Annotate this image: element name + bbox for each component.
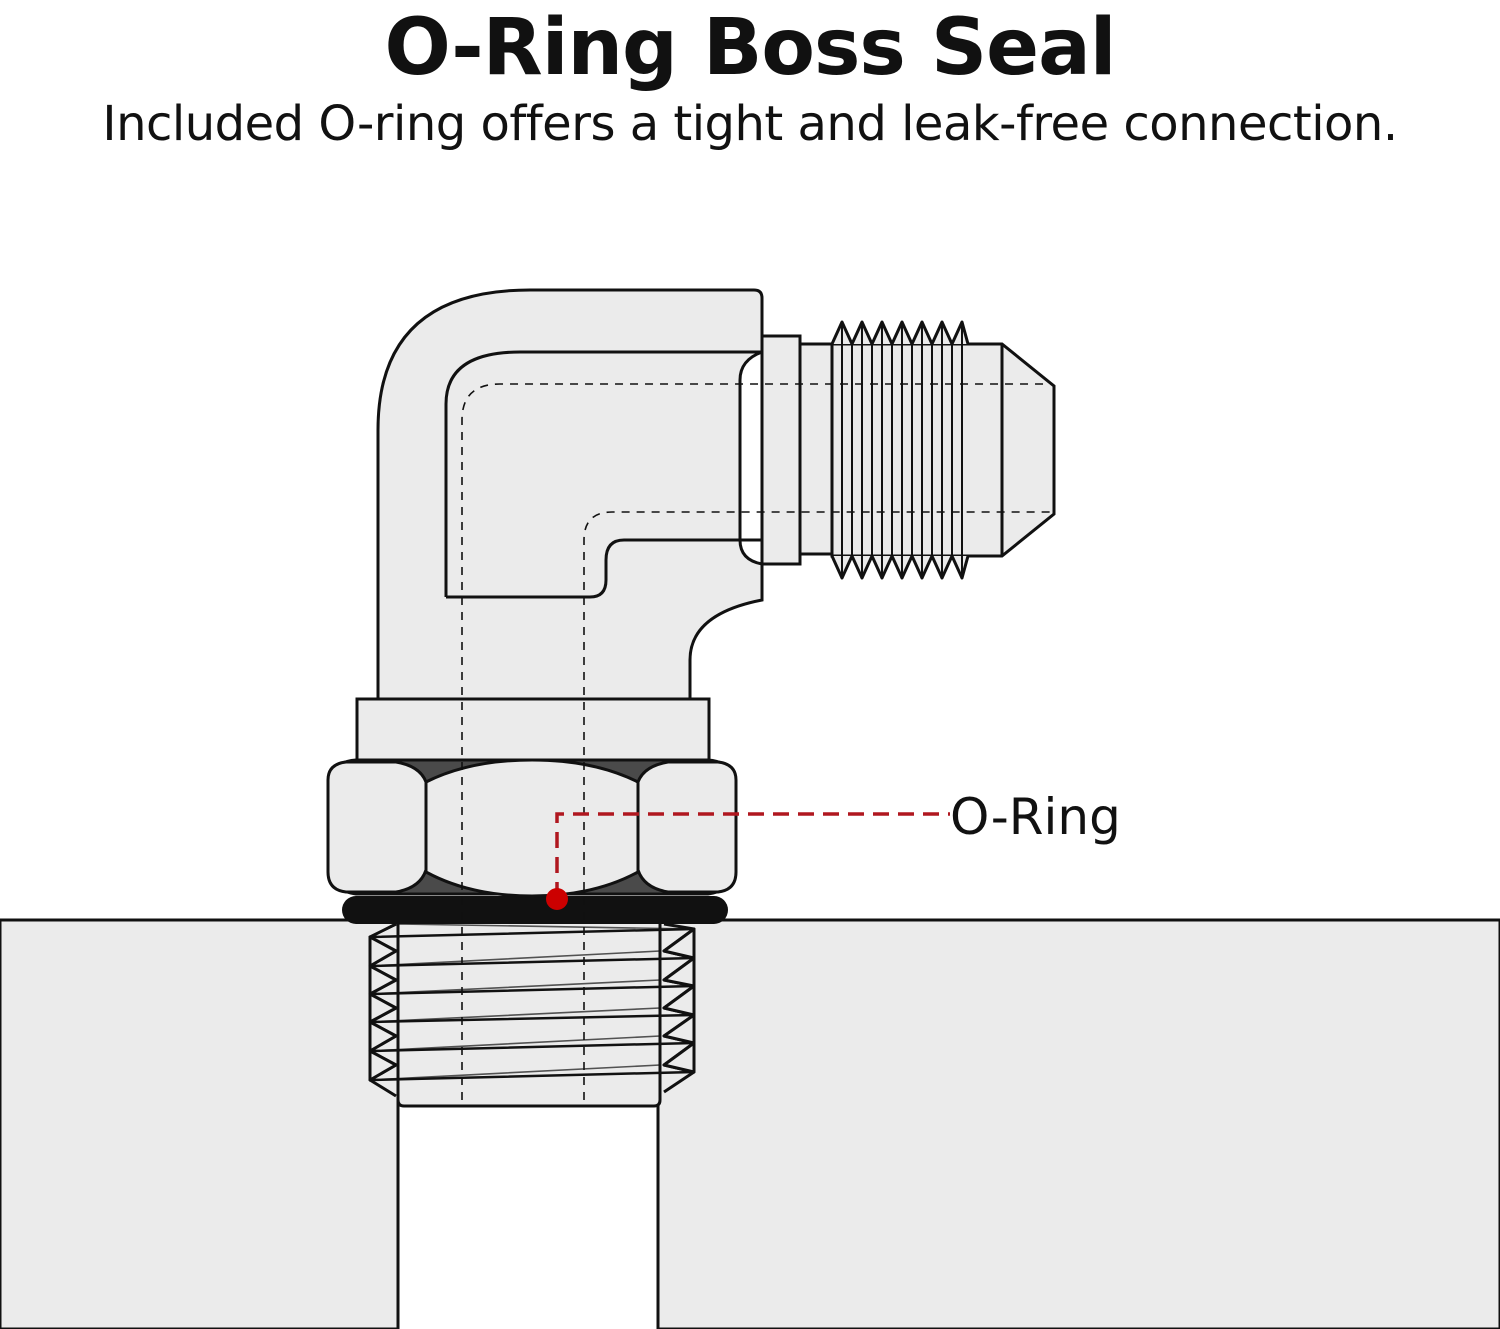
right-collar [760,334,802,566]
hex-flat-right [740,350,762,542]
o-ring-callout-dot [546,888,568,910]
o-ring-callout: O-Ring [546,788,1121,910]
page-title: O-Ring Boss Seal [384,3,1117,93]
lower-thread [368,920,696,1108]
elbow-inner-outline [444,350,750,599]
page-subtitle: Included O-ring offers a tight and leak-… [102,96,1398,152]
collar [355,697,711,762]
o-ring [342,896,728,924]
hex-nut [326,758,738,898]
hidden-passage-lines [461,383,1050,1100]
o-ring-callout-label: O-Ring [950,788,1121,846]
right-thread [798,320,1056,580]
mounting-base [0,918,1500,1329]
port-bore [396,1100,660,1329]
